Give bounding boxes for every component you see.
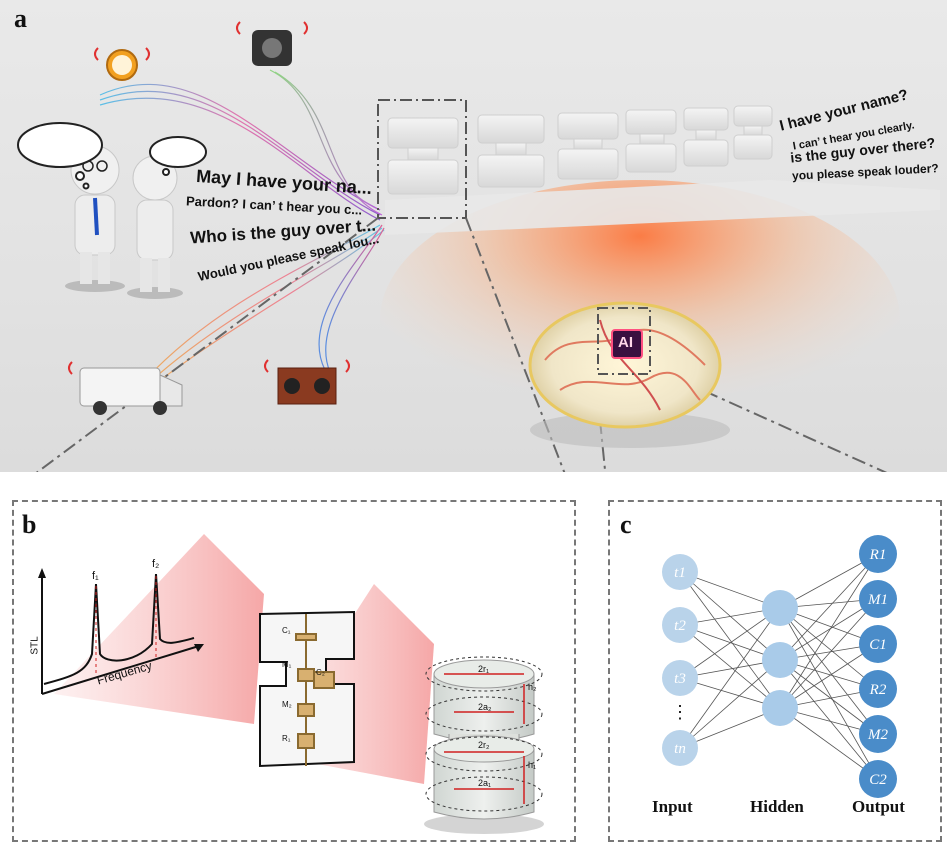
geom-label-h1: h₁ bbox=[528, 760, 537, 770]
panel-c-frame bbox=[608, 500, 942, 842]
geom-label-2a2: 2a₂ bbox=[478, 702, 492, 712]
panel-b-frame bbox=[12, 500, 576, 842]
resonator-geometry bbox=[424, 656, 544, 834]
geom-label-2r1: 2r₁ bbox=[478, 664, 490, 674]
geom-label-h2: h₂ bbox=[528, 682, 537, 692]
nn-output-node bbox=[859, 535, 897, 573]
nn-output-node-label: R2 bbox=[869, 682, 887, 698]
geom-label-2a1: 2a₁ bbox=[478, 778, 492, 788]
nn-edge bbox=[779, 607, 879, 780]
nn-output-node bbox=[859, 715, 897, 753]
nn-input-label: Input bbox=[652, 797, 693, 816]
nn-edge bbox=[779, 598, 879, 661]
panel-a: a May I have your na... Pardon? I can’ t… bbox=[0, 0, 947, 472]
brain bbox=[528, 301, 730, 448]
nn-edge bbox=[779, 553, 879, 709]
telephone-icon bbox=[236, 21, 308, 66]
nn-edge bbox=[679, 571, 781, 661]
circuit-label-m2: M₂ bbox=[282, 700, 292, 709]
nn-edge bbox=[779, 607, 879, 690]
ai-chip-label: AI bbox=[618, 334, 633, 351]
panel-label-c: c bbox=[620, 510, 632, 539]
nn-output-node-label: C2 bbox=[869, 772, 887, 788]
circuit-label-c1: C₁ bbox=[282, 626, 291, 635]
nn-input-node bbox=[662, 660, 698, 696]
nn-edge bbox=[779, 553, 879, 661]
nn-output-node-label: M1 bbox=[867, 592, 888, 608]
nn-hidden-label: Hidden bbox=[750, 797, 804, 816]
stl-plot bbox=[38, 568, 204, 695]
nn-edge bbox=[679, 624, 781, 709]
nn-input-node-label: tn bbox=[674, 741, 686, 757]
nn-edge bbox=[779, 643, 879, 709]
nn-hidden-node bbox=[762, 642, 798, 678]
nn-input-node-label: t1 bbox=[674, 565, 686, 581]
nn-input-node bbox=[662, 554, 698, 590]
nn-input-node-label: t2 bbox=[674, 618, 686, 634]
nn-edge bbox=[679, 659, 781, 749]
nn-input-node-label: t3 bbox=[674, 671, 686, 687]
panel-b-illustration bbox=[38, 534, 544, 834]
nn-input-ellipsis: ⋮ bbox=[671, 702, 689, 722]
nn-input-node bbox=[662, 730, 698, 766]
van-icon bbox=[68, 361, 183, 415]
nn-hidden-node bbox=[762, 690, 798, 726]
circuit-label-r1: R₁ bbox=[282, 734, 291, 743]
zoom-box-unit bbox=[377, 99, 467, 219]
nn-edge bbox=[679, 571, 781, 709]
stl-peak-f2: f₂ bbox=[152, 558, 160, 570]
stl-y-label: STL bbox=[29, 636, 41, 655]
nn-edge bbox=[679, 607, 781, 679]
sound-waves bbox=[99, 69, 385, 385]
nn-output-node bbox=[859, 580, 897, 618]
metamaterial-array bbox=[385, 105, 940, 235]
nn-edge bbox=[779, 598, 879, 709]
panel-label-a: a bbox=[14, 4, 27, 33]
nn-output-node bbox=[859, 625, 897, 663]
circuit-label-c2: C₂ bbox=[316, 668, 325, 677]
panel-label-b: b bbox=[22, 510, 37, 539]
geom-label-2r2: 2r₂ bbox=[478, 740, 490, 750]
panel-a-illustration bbox=[17, 21, 940, 472]
nn-hidden-node bbox=[762, 590, 798, 626]
alarm-clock-icon bbox=[94, 47, 150, 81]
speaker-icon bbox=[264, 359, 350, 405]
nn-output-node bbox=[859, 670, 897, 708]
people-figures bbox=[65, 145, 183, 299]
circuit-diagram bbox=[259, 610, 355, 768]
nn-edge bbox=[779, 707, 879, 780]
nn-output-node bbox=[859, 760, 897, 798]
nn-edge bbox=[779, 659, 879, 735]
nn-output-label: Output bbox=[852, 797, 905, 816]
stl-peak-f1: f₁ bbox=[92, 570, 99, 582]
nn-edge bbox=[779, 607, 879, 735]
thought-clouds bbox=[17, 122, 207, 190]
nn-edge bbox=[779, 659, 879, 780]
nn-output-node-label: C1 bbox=[869, 637, 887, 653]
nn-output-node-label: R1 bbox=[869, 547, 887, 563]
nn-output-node-label: M2 bbox=[867, 727, 888, 743]
nn-input-node bbox=[662, 607, 698, 643]
circuit-label-m1: M₁ bbox=[282, 660, 292, 669]
nn-edge bbox=[679, 607, 781, 749]
